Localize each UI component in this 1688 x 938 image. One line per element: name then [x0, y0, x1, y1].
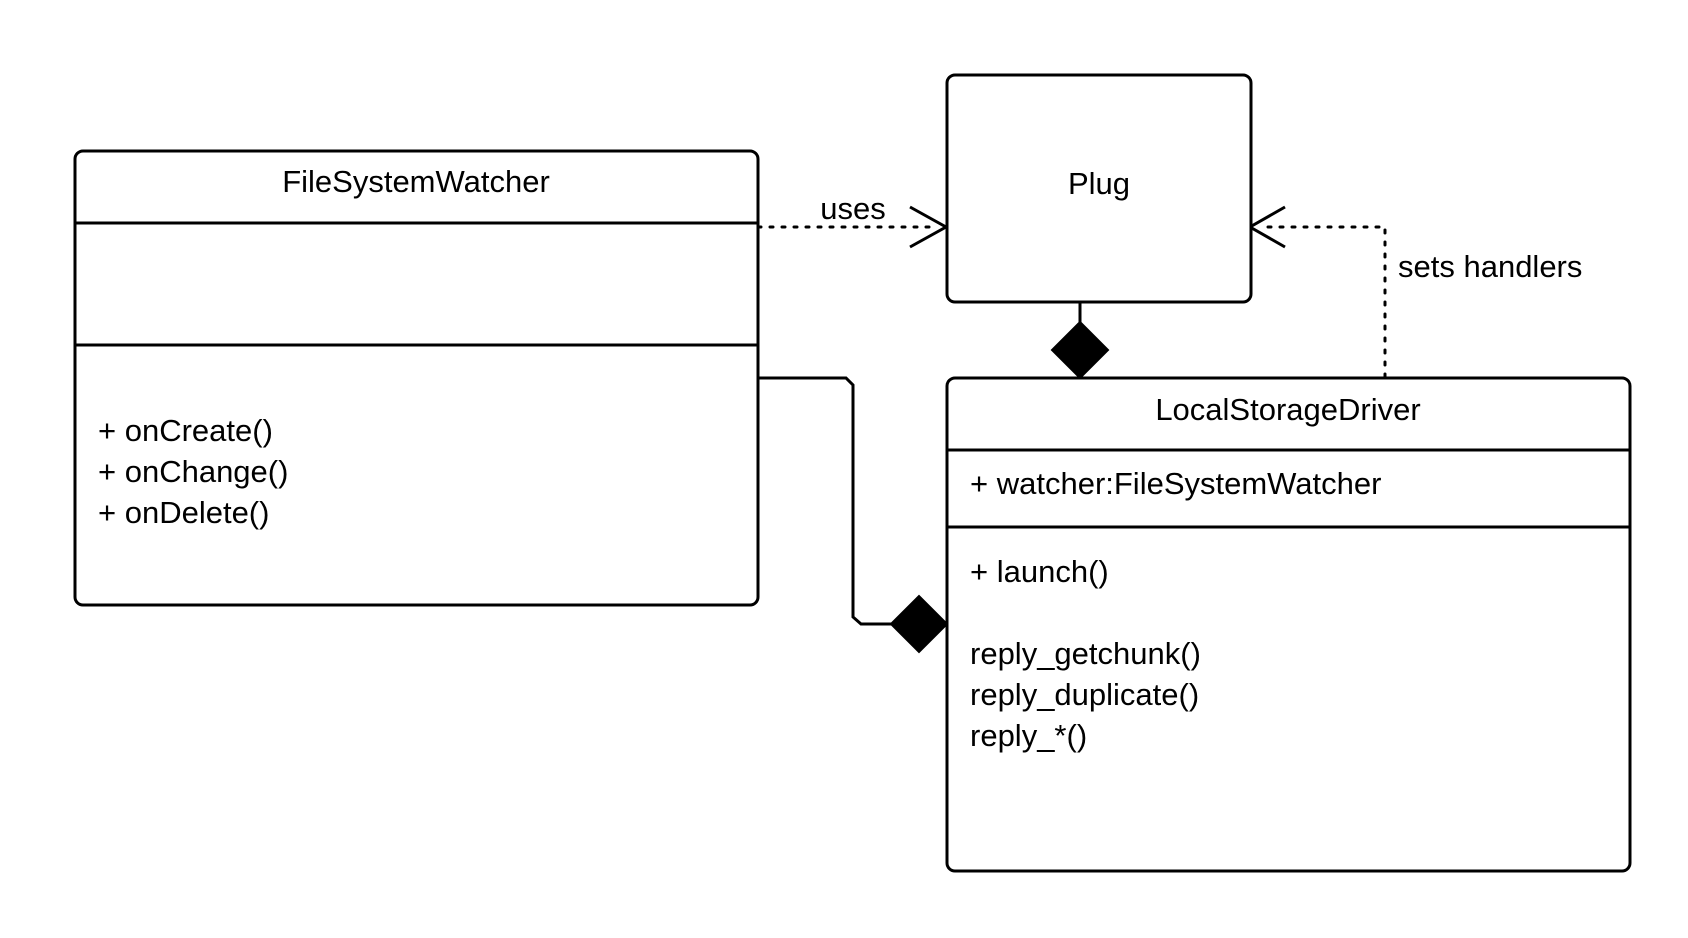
- watcher-composition-line: [758, 376, 891, 626]
- file-system-watcher-box: [73, 149, 760, 607]
- class-file-system-watcher[interactable]: FileSystemWatcher + onCreate() + onChang…: [73, 149, 760, 607]
- file-system-watcher-method: + onDelete(): [98, 495, 269, 530]
- class-plug[interactable]: Plug: [945, 73, 1253, 304]
- local-storage-driver-box: [945, 376, 1632, 873]
- file-system-watcher-method: + onCreate(): [98, 413, 273, 448]
- uses-label: uses: [820, 191, 885, 226]
- watcher-composition: [758, 376, 949, 654]
- file-system-watcher-method: + onChange(): [98, 454, 288, 489]
- file-system-watcher-title: FileSystemWatcher: [282, 164, 550, 199]
- class-local-storage-driver[interactable]: LocalStorageDriver + watcher:FileSystemW…: [945, 376, 1632, 873]
- sets-handlers-dependency-line: [1258, 225, 1387, 379]
- local-storage-driver-method: + launch(): [970, 554, 1109, 589]
- watcher-composition-diamond-icon: [889, 594, 949, 654]
- local-storage-driver-title: LocalStorageDriver: [1155, 392, 1420, 427]
- plug-box: [945, 73, 1253, 304]
- plug-composition-diamond-icon: [1050, 320, 1110, 380]
- local-storage-driver-method: reply_getchunk(): [970, 636, 1201, 671]
- local-storage-driver-attribute: + watcher:FileSystemWatcher: [970, 466, 1381, 501]
- local-storage-driver-method: reply_duplicate(): [970, 677, 1199, 712]
- sets-handlers-dependency: sets handlers: [1246, 205, 1582, 379]
- plug-composition: [1050, 302, 1110, 380]
- sets-handlers-label: sets handlers: [1398, 249, 1582, 284]
- local-storage-driver-method: reply_*(): [970, 718, 1087, 753]
- plug-title: Plug: [1068, 166, 1130, 201]
- uses-dependency: uses: [756, 191, 950, 249]
